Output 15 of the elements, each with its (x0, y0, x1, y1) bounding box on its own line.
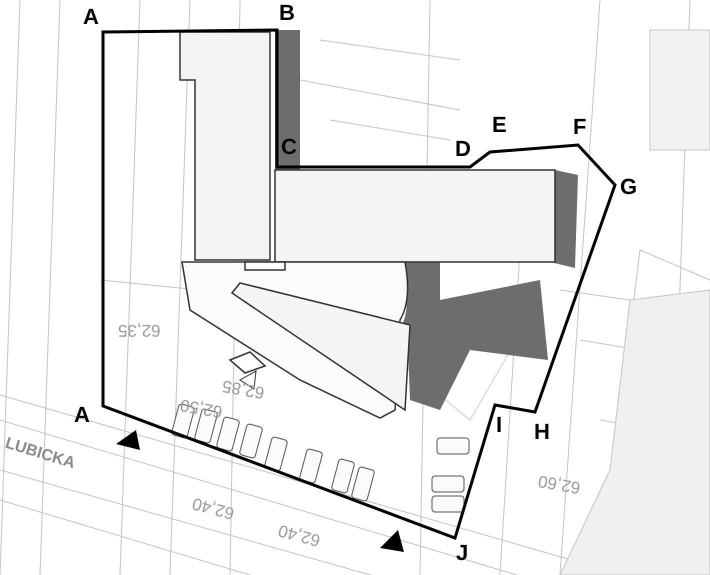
corner-letter: H (534, 421, 550, 443)
corner-letter: D (455, 138, 471, 160)
corner-letter: F (573, 116, 586, 138)
corner-letter: C (281, 136, 297, 158)
elevation-label: 62,40 (276, 522, 322, 550)
corner-letter: J (456, 542, 468, 564)
corner-letter: A (74, 404, 90, 426)
corner-letter: E (492, 114, 507, 136)
elevation-label: 62,35 (118, 322, 161, 339)
corner-letter: G (620, 176, 638, 198)
elevation-label: 62,60 (536, 472, 582, 497)
elevation-label: 62,40 (190, 494, 236, 522)
corner-letter: A (83, 6, 99, 28)
corner-letter: B (279, 2, 295, 24)
corner-letter: I (496, 414, 502, 436)
